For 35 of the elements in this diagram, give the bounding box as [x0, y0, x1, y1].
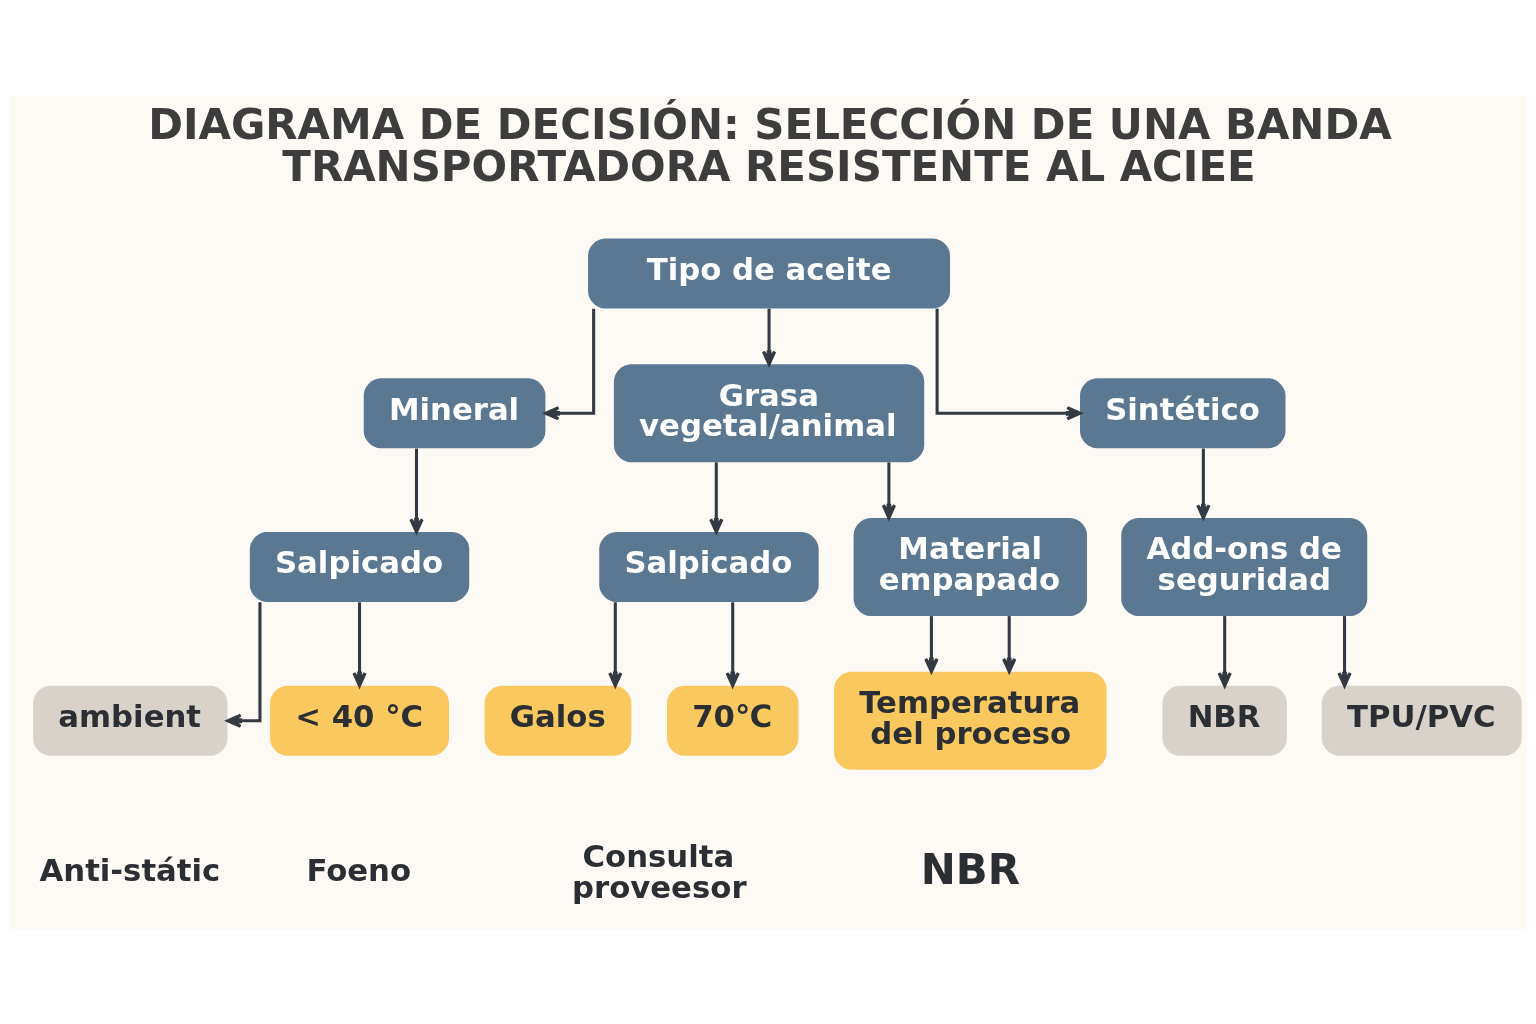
node-label: Anti-státic	[39, 851, 221, 888]
node-box: TPU/PVC	[1321, 685, 1522, 756]
arrow	[608, 601, 623, 687]
node-box: Sintético	[1080, 377, 1286, 448]
diagram-title: DIAGRAMA DE DECISIÓN: SELECCIÓN DE UNA BANDA TRANSPORTADORA RESISTENTE AL ACIEE	[148, 99, 1392, 191]
node-box: 70℃	[667, 685, 799, 756]
label: Consulta proveesor	[571, 837, 747, 905]
arrow	[1002, 615, 1017, 673]
arrow	[881, 461, 897, 519]
arrow	[1337, 615, 1352, 687]
node-box: ambient	[33, 685, 228, 756]
arrow	[544, 308, 596, 420]
arrow	[1196, 448, 1211, 519]
node-box: Tipo de aceite	[588, 238, 951, 308]
node-box: Salpicado	[249, 531, 470, 602]
arrow	[725, 601, 740, 687]
node-box: Grasa vegetal/animal	[613, 363, 925, 462]
node-label: NBR	[920, 844, 1020, 894]
arrow	[409, 448, 424, 533]
arrow	[924, 615, 939, 673]
node-box: Mineral	[363, 377, 546, 448]
arrow	[1217, 615, 1232, 687]
arrow	[935, 308, 1082, 420]
node-box: Material empapado	[853, 517, 1087, 616]
arrow	[761, 308, 777, 366]
arrow	[709, 461, 724, 534]
node-box: Salpicado	[599, 531, 819, 602]
node-label: Foeno	[306, 851, 412, 888]
node-box: Temperatura del proceso	[834, 671, 1107, 770]
node-box: NBR	[1162, 685, 1287, 756]
arrow	[226, 601, 262, 728]
node-box: Add-ons de seguridad	[1121, 517, 1368, 616]
node-box: Galos	[484, 685, 632, 756]
arrow	[352, 601, 367, 687]
node-box: < 40 °C	[270, 685, 449, 756]
